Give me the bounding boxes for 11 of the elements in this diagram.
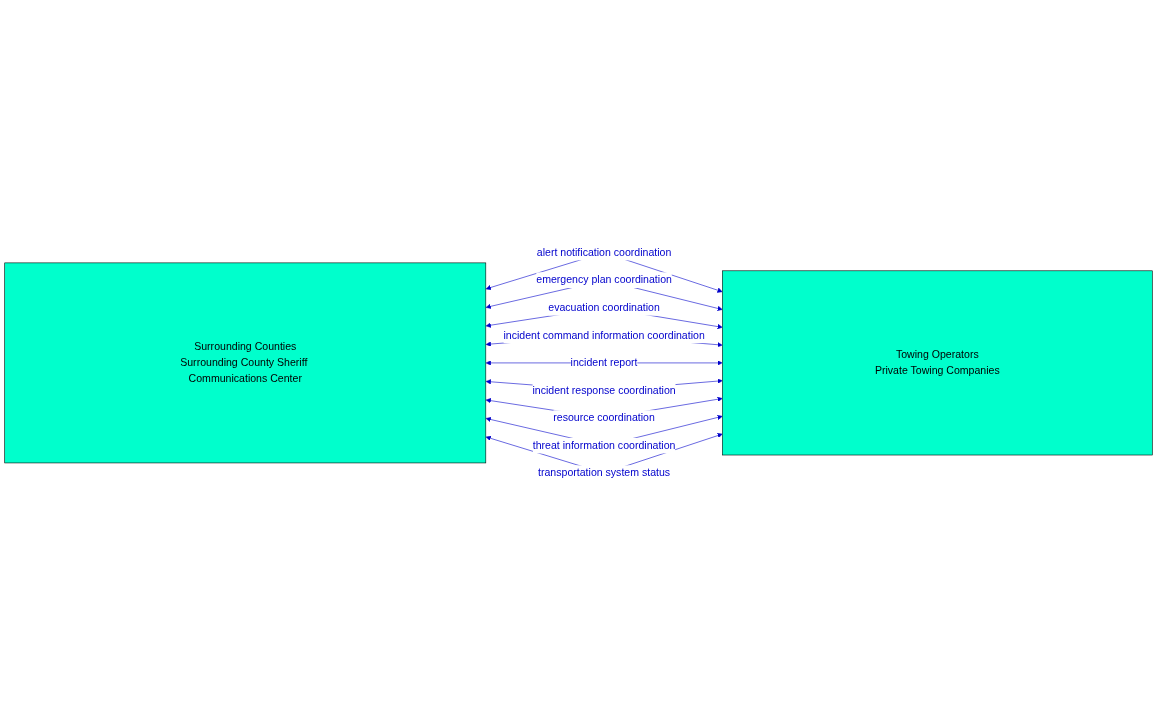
edge-label: threat information coordination <box>532 439 676 451</box>
edge-label: emergency plan coordination <box>536 273 672 286</box>
edge-label: incident response coordination <box>532 383 676 396</box>
edge-label: evacuation coordination <box>548 301 660 313</box>
edge-label: alert notification coordination <box>536 246 672 258</box>
edge-label: resource coordination <box>553 411 655 424</box>
edge-label: incident report <box>570 356 638 369</box>
edge-label: incident command information coordination <box>503 328 705 341</box>
edge-label: transportation system status <box>538 466 671 479</box>
node-box: Towing Operators Private Towing Companies <box>722 270 1153 455</box>
node-box: Surrounding Counties Surrounding County Sheriff Communications Center <box>4 262 487 463</box>
